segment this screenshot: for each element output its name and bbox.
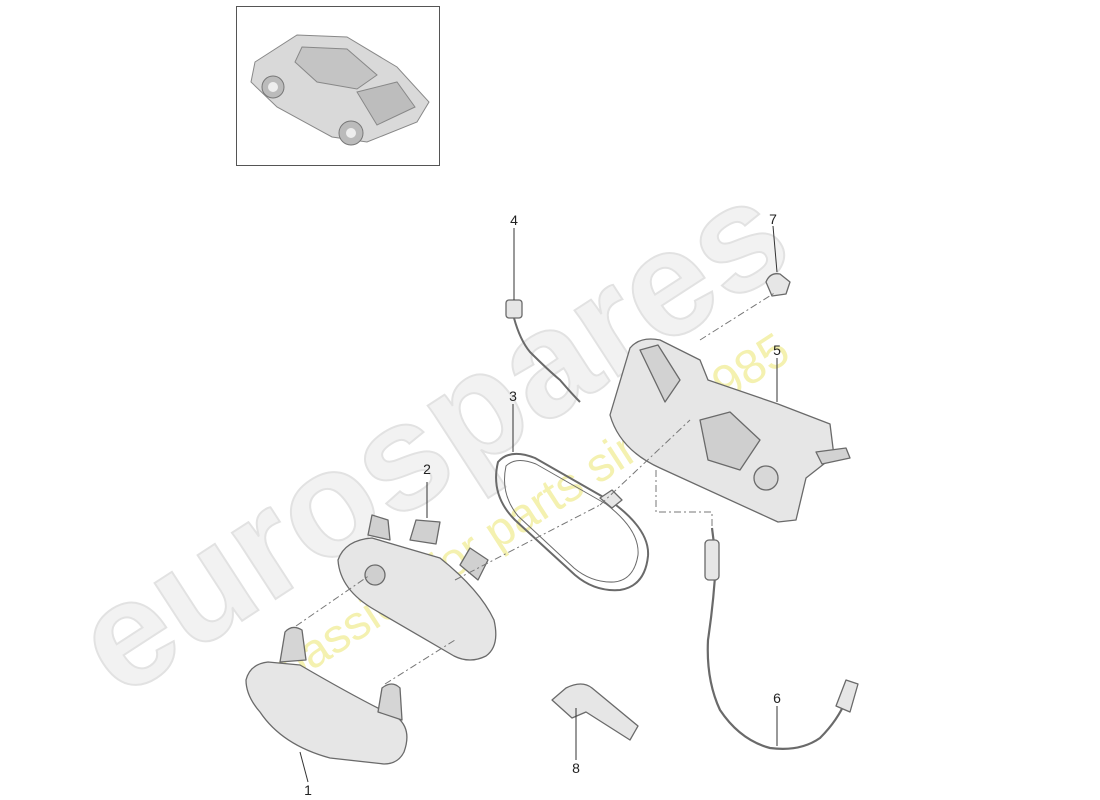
callout-7[interactable]: 7 [769, 211, 777, 227]
callout-5[interactable]: 5 [773, 342, 781, 358]
callout-2[interactable]: 2 [423, 461, 431, 477]
part-7-cap[interactable] [765, 273, 791, 297]
assembly-lines [295, 291, 777, 685]
callout-1[interactable]: 1 [304, 782, 312, 798]
part-6-cable[interactable] [704, 527, 859, 750]
part-5-lock-mechanism[interactable] [609, 338, 851, 523]
leader-lines [299, 225, 778, 783]
callout-8[interactable]: 8 [572, 760, 580, 776]
callout-3[interactable]: 3 [509, 388, 517, 404]
vehicle-thumbnail [236, 6, 440, 166]
part-8-key-insert[interactable] [551, 683, 639, 741]
part-3-gasket[interactable] [495, 452, 650, 592]
car-overview-icon [250, 34, 430, 146]
callout-4[interactable]: 4 [510, 212, 518, 228]
callout-6[interactable]: 6 [773, 690, 781, 706]
part-1-handle-grip[interactable] [245, 626, 408, 765]
part-4-microswitch[interactable] [505, 299, 581, 403]
part-2-handle-bracket[interactable] [337, 514, 497, 661]
